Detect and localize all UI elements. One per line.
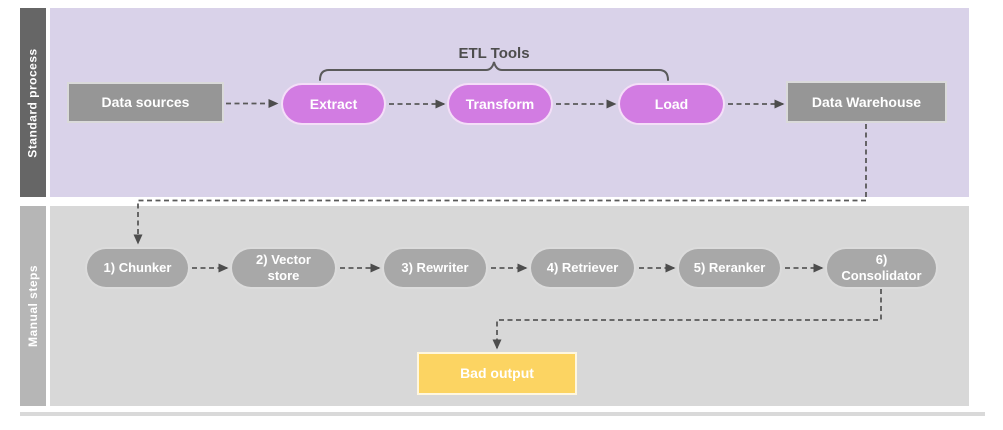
node-consolidator: 6) Consolidator xyxy=(825,247,938,289)
etl-tools-label: ETL Tools xyxy=(458,45,530,62)
node-load: Load xyxy=(618,83,725,125)
node-bad-output: Bad output xyxy=(417,352,577,395)
bottom-divider-line xyxy=(20,412,985,416)
lane-header-label: Standard process xyxy=(26,47,40,158)
node-transform: Transform xyxy=(447,83,553,125)
node-rewriter: 3) Rewriter xyxy=(382,247,488,289)
node-extract: Extract xyxy=(281,83,386,125)
node-retriever: 4) Retriever xyxy=(529,247,636,289)
node-chunker: 1) Chunker xyxy=(85,247,190,289)
node-vector-store: 2) Vector store xyxy=(230,247,337,289)
node-data-warehouse: Data Warehouse xyxy=(786,81,947,123)
lane-header-standard-process: Standard process xyxy=(20,8,46,197)
lane-header-manual-steps: Manual steps xyxy=(20,206,46,406)
lane-header-label: Manual steps xyxy=(26,264,40,348)
node-reranker: 5) Reranker xyxy=(677,247,782,289)
node-data-sources: Data sources xyxy=(67,82,224,123)
